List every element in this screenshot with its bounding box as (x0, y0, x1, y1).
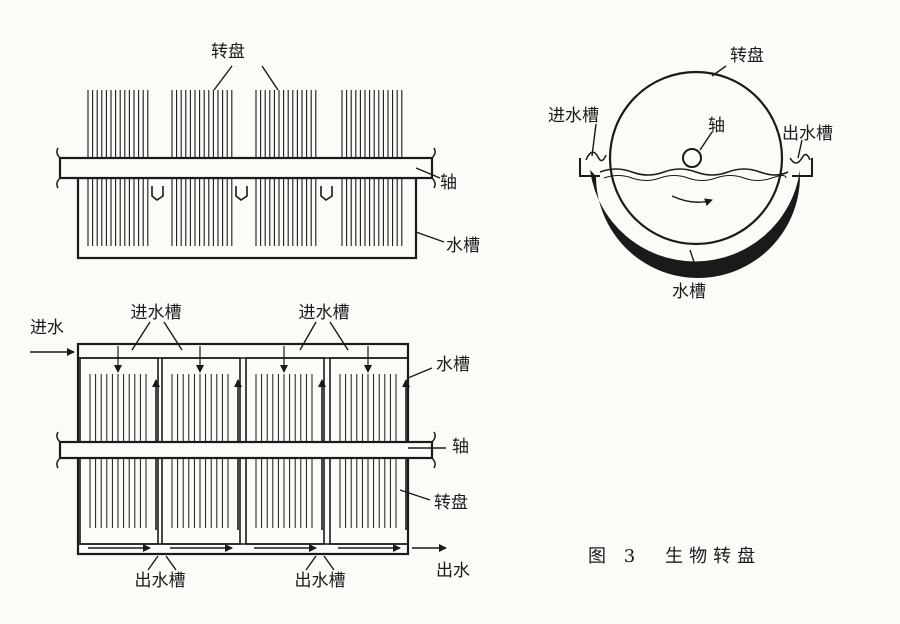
disc-label: 转盘 (434, 493, 468, 513)
disc-label: 转盘 (211, 42, 245, 62)
disc-mounts (151, 186, 333, 201)
front-view: 转盘 轴 水槽 (56, 42, 480, 260)
shaft-label: 轴 (440, 173, 457, 193)
tank-label: 水槽 (436, 355, 470, 375)
shaft (58, 440, 434, 460)
shaft (58, 156, 434, 180)
disc-mount (235, 186, 248, 201)
trough-lips (579, 158, 813, 177)
shaft-end-breaks (56, 147, 436, 189)
side-leader-lines (591, 65, 803, 263)
disc-label: 转盘 (730, 46, 764, 66)
figure-caption: 图 3 生物转盘 (588, 546, 761, 567)
inlet-flow (585, 151, 607, 162)
outlet-channel-label-1: 出水槽 (135, 571, 186, 591)
disc-mount (320, 186, 333, 201)
tank-shell (590, 170, 800, 278)
plan-view: 进水 进水槽 进水槽 水槽 轴 转盘 出水槽 出水槽 出水 (30, 303, 470, 591)
inlet-channel-label-1: 进水槽 (131, 303, 182, 323)
plan-leader-lines (131, 321, 446, 571)
water-surface-2 (603, 175, 787, 181)
outlet-flow (789, 153, 811, 164)
water-surface (599, 168, 789, 176)
inlet-channel-label-2: 进水槽 (299, 303, 350, 323)
water-in-label: 进水 (30, 318, 64, 338)
disc-circle (608, 70, 784, 246)
disc-leader-lines (213, 65, 445, 243)
shaft-end-breaks (56, 431, 436, 469)
tank-label: 水槽 (446, 236, 480, 256)
shaft-label: 轴 (708, 116, 725, 136)
water-out-label: 出水 (436, 561, 470, 581)
inlet-label: 进水槽 (548, 106, 599, 126)
shaft-label: 轴 (452, 437, 469, 457)
disc-mount (151, 186, 164, 201)
outlet-channel-label-2: 出水槽 (295, 571, 346, 591)
rotation-arrow (671, 195, 713, 207)
tank-label: 水槽 (672, 282, 706, 302)
side-view: 转盘 进水槽 轴 出水槽 水槽 (548, 46, 833, 302)
shaft-circle (682, 148, 702, 168)
outlet-label: 出水槽 (782, 124, 833, 144)
